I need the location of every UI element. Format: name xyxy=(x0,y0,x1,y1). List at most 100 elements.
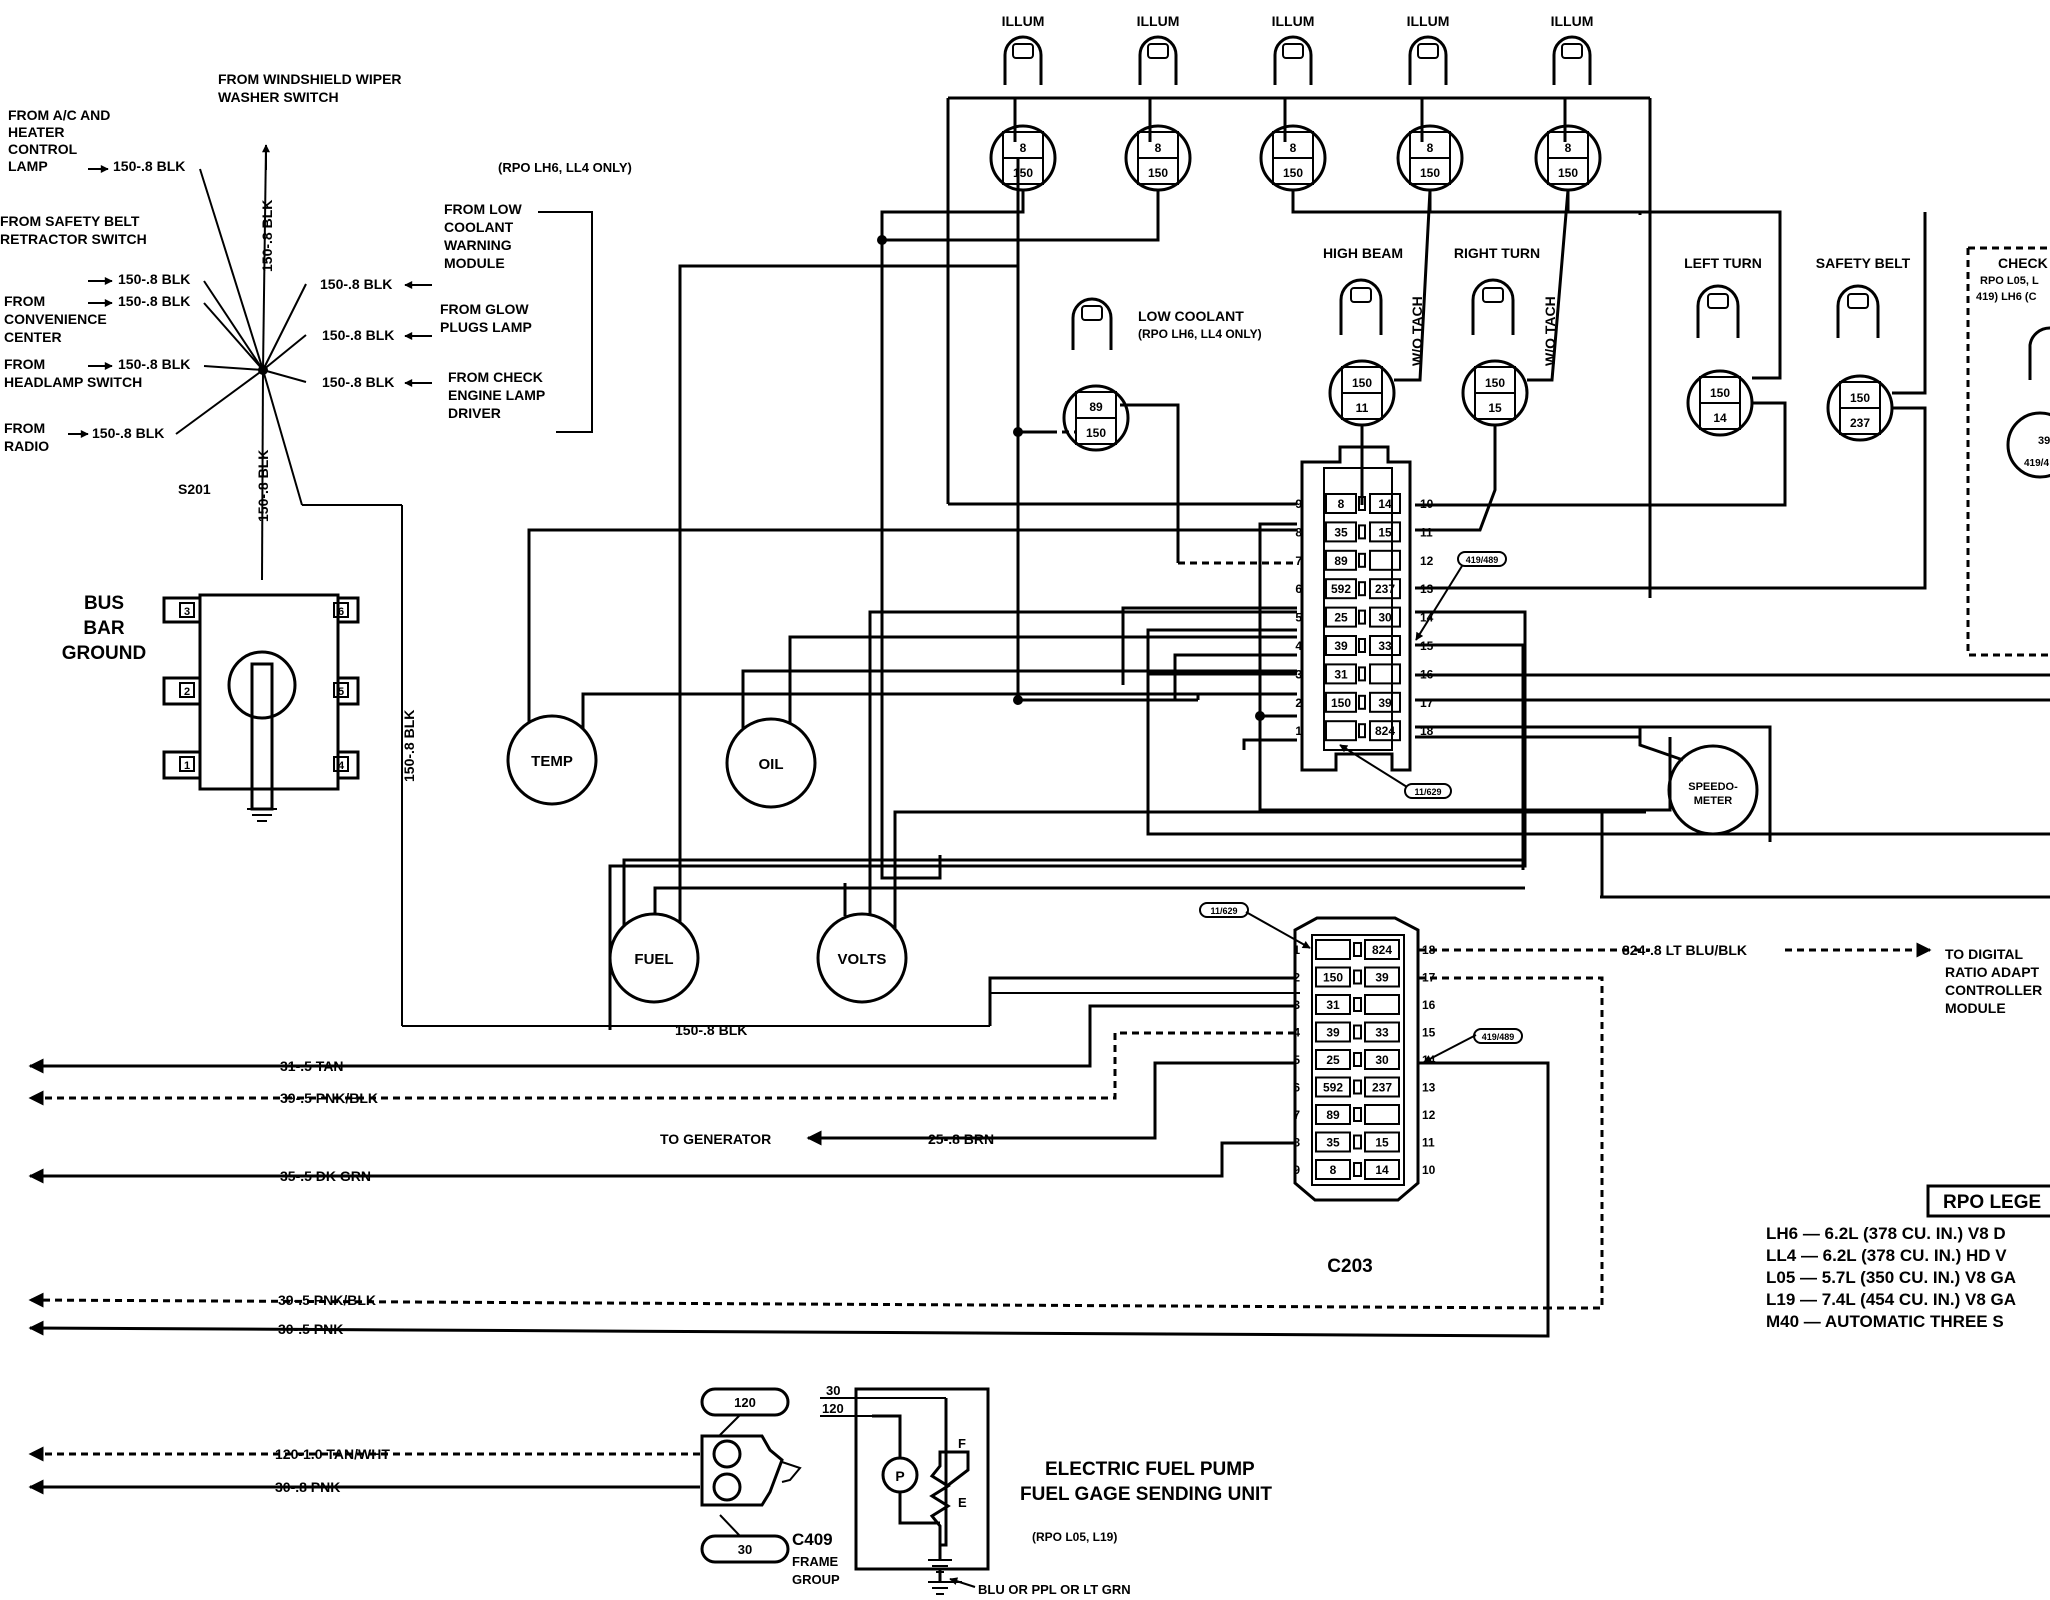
check-label: CHECK xyxy=(1998,255,2048,271)
pin-number: 4 xyxy=(1295,639,1302,653)
cavity-code: 150 xyxy=(1331,696,1351,710)
volts-label: VOLTS xyxy=(838,951,887,968)
cavity-code: 8 xyxy=(1338,497,1345,511)
fuel-label: FUEL xyxy=(634,951,673,968)
pin-number: 7 xyxy=(1293,1108,1300,1122)
cavity-code: 39 xyxy=(1378,696,1392,710)
bus-title: GROUND xyxy=(62,643,146,664)
illum-lamps: ILLUM 8 150 ILLUM 8 150 ILLUM 8 150 ILLU… xyxy=(946,13,1652,598)
cavity-code: 30 xyxy=(1375,1053,1389,1067)
safety-belt-lamp: SAFETY BELT 150 237 xyxy=(1816,255,1911,442)
tag-text: 11/629 xyxy=(1210,906,1237,916)
bus-pin: 2 xyxy=(184,686,190,698)
wire-35-label: 35-.5 DK GRN xyxy=(280,1168,371,1184)
ground-icon xyxy=(247,808,277,822)
label-headlamp-switch: HEADLAMP SWITCH xyxy=(4,374,142,390)
fuel-pump-section: 120 30 C409 FRAME GROUP 30 120 P F E xyxy=(700,1383,1272,1597)
right-turn-lamp: RIGHT TURN 150 15 W/O TACH xyxy=(1454,245,1558,427)
tag-11-629-upper: 11/629 xyxy=(1339,744,1452,799)
connector-cavity xyxy=(1325,635,1357,656)
cavity-code: 31 xyxy=(1326,998,1340,1012)
c203-name: C203 xyxy=(1327,1256,1372,1277)
label-engine-lamp: ENGINE LAMP xyxy=(448,387,545,403)
rpo-line: L05 — 5.7L (350 CU. IN.) V8 GA xyxy=(1766,1268,2016,1287)
pin-number: 17 xyxy=(1420,696,1434,710)
cavity-code: 30 xyxy=(1378,611,1392,625)
latch xyxy=(1353,1052,1362,1067)
latch xyxy=(1353,1079,1362,1095)
c409-label: C409 xyxy=(792,1530,833,1549)
bus-pin: 1 xyxy=(184,760,190,772)
illum-label: ILLUM xyxy=(1137,13,1180,29)
splice-name: S201 xyxy=(178,481,211,497)
label-convenience: CONVENIENCE xyxy=(4,311,107,327)
wire-label-vertical: 150-.8 BLK xyxy=(255,450,271,522)
connector-cavity xyxy=(1315,966,1351,988)
code-text: 150 xyxy=(1420,166,1440,180)
code-text: 150 xyxy=(1283,166,1303,180)
connector-cavity xyxy=(1325,606,1357,628)
left-turn-label: LEFT TURN xyxy=(1684,255,1762,271)
connector-cavity xyxy=(1325,521,1357,543)
latch xyxy=(1353,1107,1362,1122)
check-rpo: 419) LH6 (C xyxy=(1976,291,2037,303)
wire-label: 150-.8 BLK xyxy=(118,293,190,309)
cavity-code: 33 xyxy=(1375,1026,1389,1040)
code-text: 39 xyxy=(2038,435,2050,447)
connector-cavity xyxy=(1315,1104,1351,1125)
pin-number: 17 xyxy=(1422,971,1436,985)
connector-cavity xyxy=(1369,663,1401,685)
code-text: 8 xyxy=(1155,141,1162,155)
pin-number: 13 xyxy=(1422,1081,1436,1095)
ground-wire-label: BLU OR PPL OR LT GRN xyxy=(978,1582,1131,1597)
wire-30b-label: 30-.8 PNK xyxy=(275,1479,340,1495)
wire-label-vertical: 150-.8 BLK xyxy=(259,200,275,272)
tag-text: 11/629 xyxy=(1414,787,1441,797)
low-coolant-lamp: LOW COOLANT (RPO LH6, LL4 ONLY) 89 150 xyxy=(1062,297,1262,452)
connector-cavity xyxy=(1315,1021,1351,1043)
cavity-code: 8 xyxy=(1330,1163,1337,1177)
gauges: TEMP OIL FUEL VOLTS SPEEDO- METER 419/48… xyxy=(506,264,1759,1004)
high-beam-label: HIGH BEAM xyxy=(1323,245,1403,261)
wire-31-label: 31-.5 TAN xyxy=(280,1058,344,1074)
code-text: 14 xyxy=(1713,411,1727,425)
wire-150-label: 150-.8 BLK xyxy=(675,1022,747,1038)
pin-number: 11 xyxy=(1420,525,1433,539)
rpo-line: M40 — AUTOMATIC THREE S xyxy=(1766,1312,2004,1331)
pump-rpo: (RPO L05, L19) xyxy=(1032,1530,1117,1544)
pin-number: 12 xyxy=(1422,1108,1436,1122)
latch xyxy=(1358,609,1366,625)
cavity-code: 25 xyxy=(1334,611,1348,625)
speedometer-gauge: SPEEDO- METER xyxy=(1415,725,1759,836)
label-safety-belt: FROM SAFETY BELT xyxy=(0,213,140,229)
to-generator-label: TO GENERATOR xyxy=(660,1131,771,1147)
pin-number: 9 xyxy=(1295,497,1302,511)
cavity-code: 33 xyxy=(1378,639,1392,653)
label-from-headlamp: FROM xyxy=(4,356,45,372)
latch xyxy=(1353,969,1362,985)
connector-cavity xyxy=(1364,1131,1400,1153)
code-text: 8 xyxy=(1020,141,1027,155)
to-digital-label: CONTROLLER xyxy=(1945,982,2042,998)
left-turn-lamp: LEFT TURN 150 14 xyxy=(1684,255,1762,437)
pump-in-label: 30 xyxy=(826,1383,840,1398)
bus-pin: 6 xyxy=(338,606,344,618)
wire-label: 150-.8 BLK xyxy=(92,425,164,441)
pump-letter: P xyxy=(895,1468,904,1484)
pin-number: 1 xyxy=(1295,724,1302,738)
label-driver: DRIVER xyxy=(448,405,501,421)
connector-cavity xyxy=(1369,720,1401,742)
pin-number: 3 xyxy=(1293,998,1300,1012)
wire-39-label: 39-.5 PNK/BLK xyxy=(280,1090,378,1106)
label-washer: WASHER SWITCH xyxy=(218,89,339,105)
label-module: MODULE xyxy=(444,255,505,271)
latch xyxy=(1358,723,1366,739)
connector-cavity xyxy=(1315,994,1351,1015)
code-text: 150 xyxy=(1850,391,1870,405)
c409-connector: 120 30 C409 FRAME GROUP xyxy=(700,1387,840,1587)
tag-11-629-lower: 11/629 xyxy=(1199,902,1311,949)
oil-gauge: OIL xyxy=(725,635,1297,809)
cavity-code: 150 xyxy=(1323,971,1343,985)
latch xyxy=(1358,638,1366,653)
